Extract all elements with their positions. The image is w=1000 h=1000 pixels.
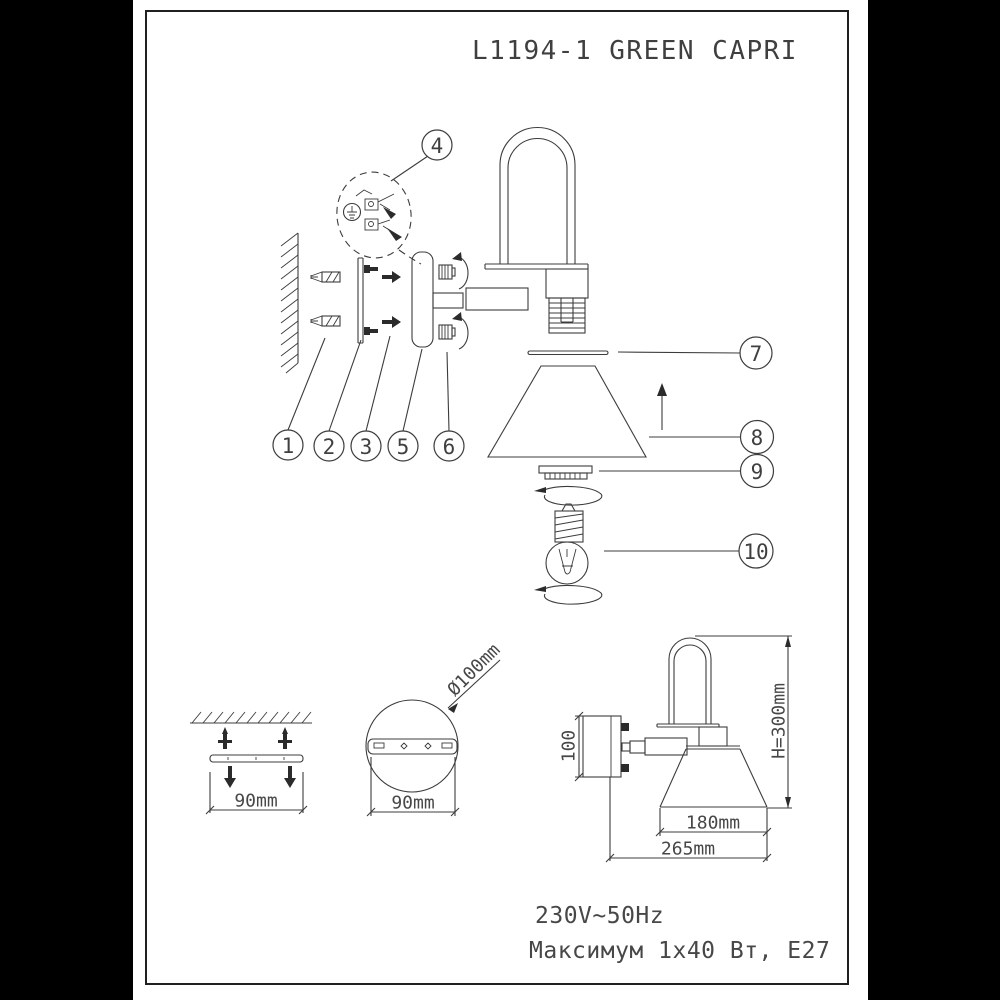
dim-180-lines <box>655 808 772 861</box>
wall-bracket-icon <box>411 251 434 348</box>
wall-anchor-icon <box>310 271 341 327</box>
dim-h300-lines <box>695 635 792 809</box>
dim-fixture-depth: 265mm <box>660 838 716 860</box>
wall-plate-icon <box>365 699 459 793</box>
dim-backplate-height: 100 <box>558 729 580 763</box>
earth-symbol-icon <box>342 202 362 222</box>
callout-8: 8 <box>750 426 764 450</box>
dim-plate-hole-spacing: 90mm <box>391 792 435 814</box>
callout-2: 2 <box>322 435 336 459</box>
callout-5: 5 <box>396 435 410 459</box>
dim-90-left-lines <box>205 772 308 815</box>
mount-drawing <box>190 711 312 815</box>
mounting-plate-icon <box>357 257 378 344</box>
bulb-icon <box>545 503 589 585</box>
arch-arm-icon <box>484 126 589 270</box>
swivel-arm-icon <box>432 287 529 311</box>
wiring-detail-balloon <box>336 171 422 265</box>
callout-9: 9 <box>750 460 764 484</box>
dim-bracket-width: 90mm <box>234 790 278 812</box>
side-view <box>574 635 792 863</box>
dim-shade-width: 180mm <box>685 812 741 834</box>
diameter-leader <box>447 659 501 709</box>
dim-90-mid-lines <box>366 757 460 817</box>
ring-nut-icon <box>538 465 593 480</box>
callout-circles <box>272 129 775 569</box>
knurled-nut-icons <box>438 252 469 350</box>
shade-profile <box>659 748 768 808</box>
callout-10: 10 <box>743 540 769 564</box>
rotate-arrow-icon <box>534 584 603 605</box>
page-title: L1194-1 GREEN CAPRI <box>472 36 798 66</box>
shade-icon <box>487 365 647 458</box>
callout-leaders <box>287 155 741 552</box>
washer-icon <box>527 350 609 356</box>
lamp-socket-icon <box>545 268 589 334</box>
assembly-arrow-icons <box>382 271 401 328</box>
callout-6: 6 <box>442 435 456 459</box>
callout-4: 4 <box>430 134 444 158</box>
dim-100-lines <box>574 711 584 782</box>
rotate-arrow-icon <box>534 485 603 506</box>
spec-max-power: Максимум 1x40 Вт, E27 <box>529 938 831 964</box>
callout-1: 1 <box>281 434 295 458</box>
exploded-view <box>272 126 775 605</box>
backplate-profile <box>582 715 629 778</box>
mount-bar-icon <box>209 754 304 763</box>
plate-drawing <box>365 659 501 817</box>
dim-265-lines <box>605 777 772 863</box>
screw-icons <box>218 727 292 749</box>
down-arrow-icons <box>224 766 296 788</box>
up-arrow-icon <box>657 383 667 430</box>
page-border <box>145 10 849 985</box>
spec-voltage: 230V~50Hz <box>535 903 665 929</box>
dim-fixture-height: H=300mm <box>768 683 790 759</box>
wall-hatch <box>280 232 299 374</box>
callout-7: 7 <box>749 342 763 366</box>
callout-3: 3 <box>359 435 373 459</box>
